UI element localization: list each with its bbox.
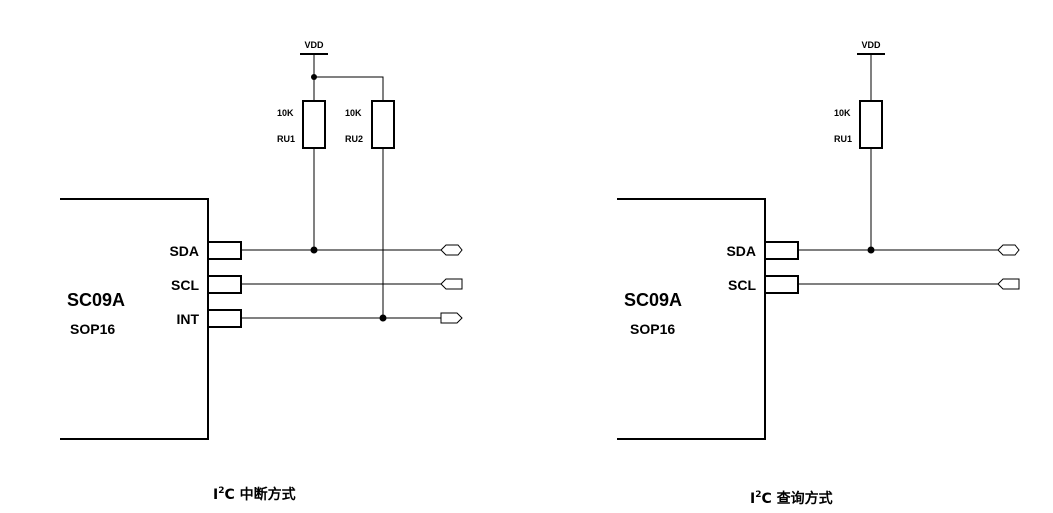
- left-pin-int-label: INT: [176, 311, 199, 327]
- right-r1-value: 10K: [834, 108, 851, 118]
- left-chip-name: SC09A: [67, 290, 125, 310]
- left-r1-value: 10K: [277, 108, 294, 118]
- left-caption: I2C 中断方式: [213, 486, 296, 503]
- left-r2-name: RU2: [345, 134, 363, 144]
- right-chip-package: SOP16: [630, 321, 675, 337]
- left-diagram: SC09A SOP16 SDA SCL INT VDD 10K RU1 10K …: [60, 40, 463, 503]
- right-caption: I2C 查询方式: [750, 490, 833, 507]
- left-int-junction: [379, 314, 387, 322]
- left-int-port: [440, 312, 463, 324]
- right-sda-junction: [867, 246, 875, 254]
- right-r1-name: RU1: [834, 134, 852, 144]
- left-pin-int-box: [207, 309, 242, 328]
- right-resistor-ru1: [859, 100, 883, 149]
- right-scl-port: [997, 278, 1020, 290]
- left-chip-package: SOP16: [70, 321, 115, 337]
- right-pin-sda-label: SDA: [726, 243, 756, 259]
- left-pin-scl-label: SCL: [171, 277, 199, 293]
- right-pin-scl-box: [764, 275, 799, 294]
- left-scl-port: [440, 278, 463, 290]
- right-chip-outline: [617, 198, 766, 440]
- left-sda-port: [440, 244, 463, 256]
- left-vdd-junction: [311, 74, 317, 80]
- left-r1-name: RU1: [277, 134, 295, 144]
- left-r2-value: 10K: [345, 108, 362, 118]
- left-pin-scl-box: [207, 275, 242, 294]
- left-vdd-branch: [314, 76, 384, 101]
- right-sda-port: [997, 244, 1020, 256]
- left-resistor-ru2: [371, 100, 395, 149]
- left-pin-sda-box: [207, 241, 242, 260]
- right-pin-scl-label: SCL: [728, 277, 756, 293]
- right-vdd-label: VDD: [861, 40, 881, 50]
- right-chip-name: SC09A: [624, 290, 682, 310]
- left-pin-sda-label: SDA: [169, 243, 199, 259]
- right-pin-sda-box: [764, 241, 799, 260]
- left-vdd-label: VDD: [304, 40, 324, 50]
- left-resistor-ru1: [302, 100, 326, 149]
- right-diagram: SC09A SOP16 SDA SCL VDD 10K RU1 I2C 查询方式: [617, 40, 1020, 507]
- left-sda-junction: [310, 246, 318, 254]
